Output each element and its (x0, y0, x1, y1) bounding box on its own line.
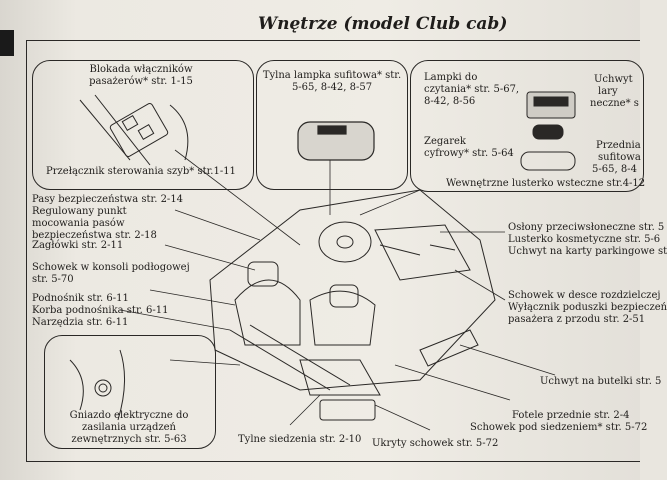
label-right-cut-3: neczne* s (590, 98, 639, 109)
label-headrests: Zagłówki str. 2-11 (32, 240, 124, 251)
label-jack: Podnośnik str. 6-11 (32, 293, 129, 304)
page-title: Wnętrze (model Club cab) (258, 14, 508, 34)
car-interior-sketch (209, 189, 496, 421)
label-airbag-switch: Wyłącznik poduszki bezpieczeń (508, 302, 667, 313)
label-glovebox: Schowek w desce rozdzielczej (508, 290, 661, 301)
label-rear-roof-lamp: Tylna lampka sufitowa* str. 5-65, 8-42, … (262, 70, 402, 93)
callout-box-window-switches (32, 60, 254, 190)
illustration-frame (26, 40, 640, 462)
label-reading-lamps: Lampki do czytania* str. 5-67, 8-42, 8-5… (424, 72, 520, 107)
label-seatbelts: Pasy bezpieczeństwa str. 2-14 (32, 194, 184, 205)
label-digital-clock: Zegarek cyfrowy* str. 5-64 (424, 136, 514, 159)
label-inner-mirror: Wewnętrzne lusterko wsteczne str.4-12 (446, 178, 646, 189)
window-switch-detail (79, 94, 189, 166)
label-jack-handle: Korba podnośnika str. 6-11 (32, 305, 169, 316)
callout-box-rear-lamp (256, 60, 408, 190)
label-tools: Narzędzia str. 6-11 (32, 317, 129, 328)
reading-lamps-detail (520, 91, 576, 171)
label-floor-console: Schowek w konsoli podłogowej str. 5-70 (32, 262, 190, 285)
label-ticket-holder: Uchwyt na karty parkingowe st (508, 246, 667, 257)
interior-illustration (69, 91, 576, 431)
label-bottle-holder: Uchwyt na butelki str. 5 (540, 376, 662, 387)
label-power-outlet: Gniazdo elektryczne do zasilania urządze… (69, 410, 189, 445)
label-right-cut-1: Uchwyt (594, 74, 633, 85)
label-right-cut-5: sufitowa (598, 152, 641, 163)
label-rear-seats: Tylne siedzenia str. 2-10 (238, 434, 362, 445)
label-hidden-box: Ukryty schowek str. 5-72 (372, 438, 499, 449)
rear-lamp-detail (297, 121, 375, 161)
callout-box-reading-lamps (410, 60, 644, 192)
page-background (0, 0, 640, 480)
section-tab-marker (0, 30, 14, 56)
leader-lines (119, 149, 556, 431)
callout-box-power-outlet (44, 335, 216, 449)
label-right-cut-4: Przednia (596, 140, 641, 151)
label-belt-anchor: Regulowany punkt mocowania pasów bezpiec… (32, 206, 157, 241)
label-right-cut-6: 5-65, 8-4 (592, 164, 637, 175)
label-under-seat-box: Schowek pod siedzeniem* str. 5-72 (470, 422, 648, 433)
label-vanity-mirror: Lusterko kosmetyczne str. 5-6 (508, 234, 661, 245)
label-front-passenger: pasażera z przodu str. 2-51 (508, 314, 646, 325)
label-front-seats: Fotele przednie str. 2-4 (512, 410, 630, 421)
label-sun-visors: Osłony przeciwsłoneczne str. 5 (508, 222, 665, 233)
label-window-switch: Przełącznik sterowania szyb* str.1-11 (46, 166, 236, 177)
label-passenger-switch-lock: Blokada włączników pasażerów* str. 1-15 (89, 64, 193, 87)
power-outlet-detail (69, 349, 126, 421)
label-right-cut-2: lary (598, 86, 618, 97)
